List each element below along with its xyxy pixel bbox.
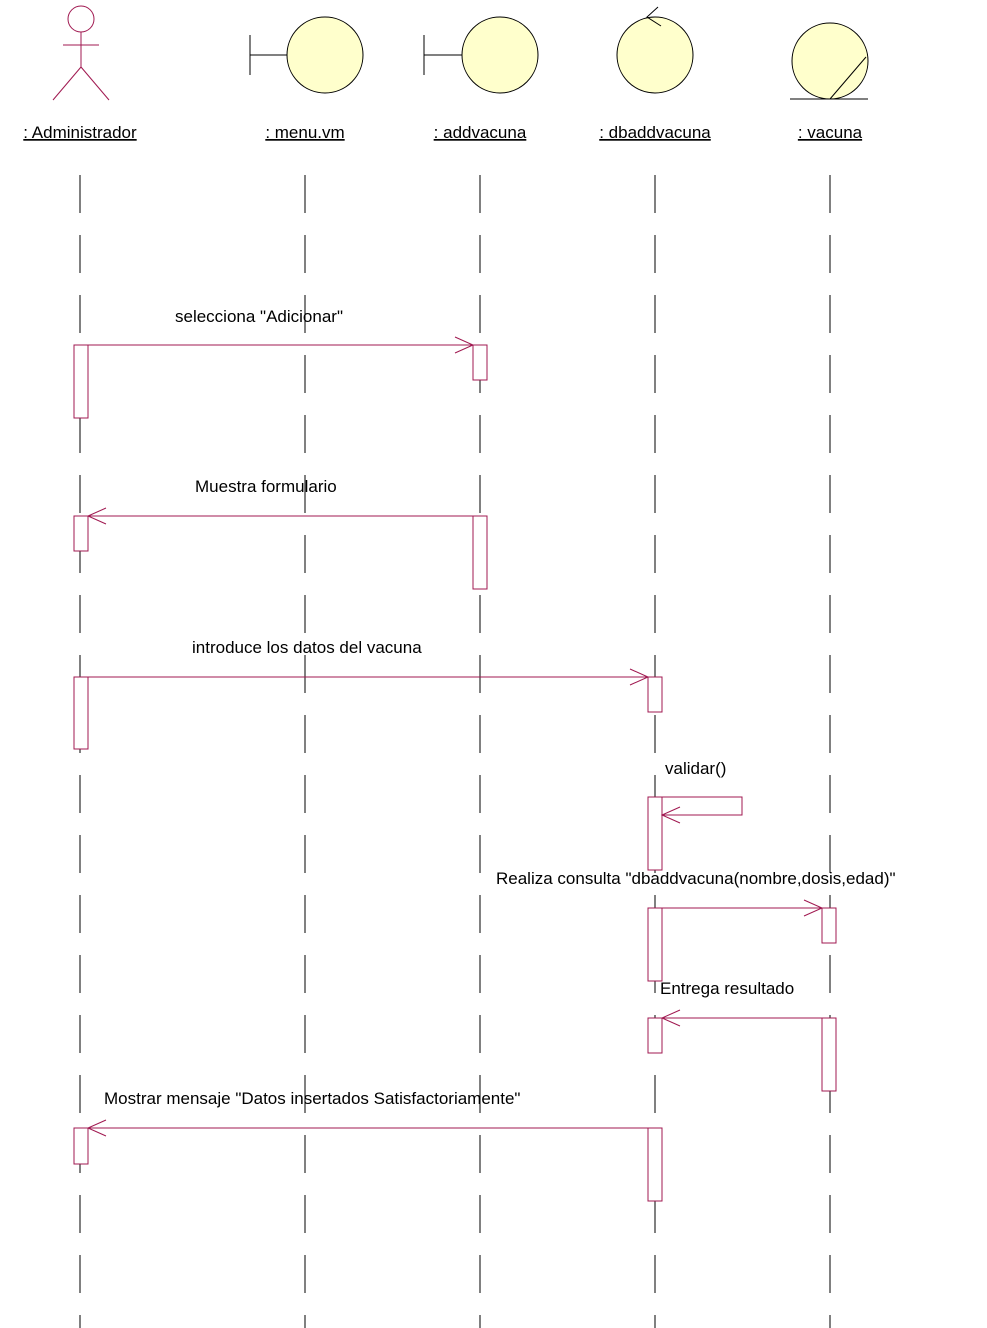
participant-label: : vacuna <box>798 123 863 142</box>
message-labels: selecciona "Adicionar" Muestra formulari… <box>104 307 896 1108</box>
participant-label: : dbaddvacuna <box>599 123 711 142</box>
activation-bar <box>821 1017 837 1092</box>
entity-icon <box>790 22 869 100</box>
message-label: Realiza consulta "dbaddvacuna(nombre,dos… <box>496 869 896 888</box>
activation-bar <box>647 676 663 713</box>
arrow-head <box>660 806 681 824</box>
message-label: Mostrar mensaje "Datos insertados Satisf… <box>104 1089 520 1108</box>
activation-bar <box>472 344 488 381</box>
participant-labels: : Administrador : menu.vm : addvacuna : … <box>23 123 862 142</box>
activation-bar <box>73 1127 89 1165</box>
activation-bars <box>73 344 837 1202</box>
self-message-arrow <box>662 796 743 816</box>
arrow-head <box>86 507 107 525</box>
activation-bar <box>647 1017 663 1054</box>
message-label: selecciona "Adicionar" <box>175 307 343 326</box>
messages <box>86 336 824 1137</box>
activation-bar <box>73 515 89 552</box>
lifelines <box>79 175 831 1328</box>
participant-label: : Administrador <box>23 123 137 142</box>
activation-bar <box>647 796 663 871</box>
message-label: introduce los datos del vacuna <box>192 638 422 657</box>
participant-label: : addvacuna <box>434 123 527 142</box>
arrow-head <box>660 1009 681 1027</box>
arrow-head <box>629 668 650 686</box>
arrow-head <box>86 1119 107 1137</box>
arrow-head <box>454 336 475 354</box>
message-label: Entrega resultado <box>660 979 794 998</box>
activation-bar <box>647 907 663 982</box>
participant-label: : menu.vm <box>265 123 344 142</box>
boundary-icon-addvacuna <box>423 16 539 94</box>
activation-bar <box>821 907 837 944</box>
boundary-icon-menu <box>249 16 364 94</box>
arrow-head <box>803 899 824 917</box>
activation-bar <box>73 676 89 750</box>
message-label: validar() <box>665 759 726 778</box>
activation-bar <box>647 1127 663 1202</box>
activation-bar <box>73 344 89 419</box>
actor-icon <box>52 5 110 101</box>
control-icon <box>616 6 694 94</box>
activation-bar <box>472 515 488 590</box>
message-label: Muestra formulario <box>195 477 337 496</box>
